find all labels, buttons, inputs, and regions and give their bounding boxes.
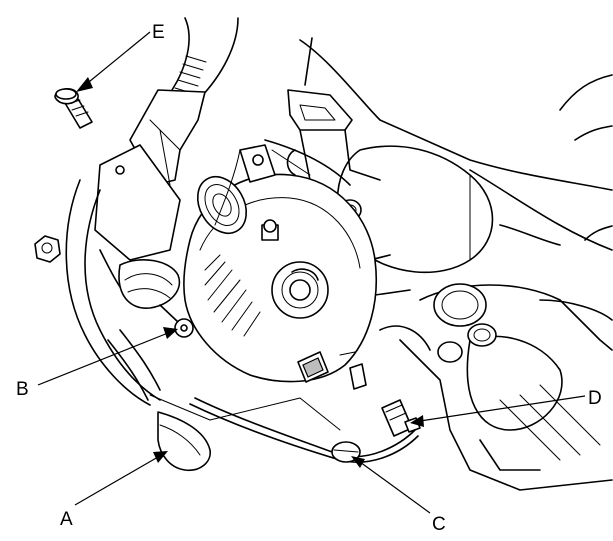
arrow-head-e [76, 77, 93, 92]
label-c: C [432, 514, 446, 535]
callout-leaders [37, 31, 586, 514]
nut [34, 235, 61, 263]
label-b: B [16, 379, 29, 400]
arrow-head-b [163, 327, 178, 339]
arrow-head-a [153, 451, 168, 463]
connector-d [381, 399, 421, 437]
label-e: E [152, 22, 165, 43]
bolt-e [54, 88, 93, 129]
label-a: A [60, 509, 73, 530]
arrow-head-d [410, 415, 424, 427]
lifting-bracket [264, 37, 381, 191]
engine-block [299, 39, 613, 491]
label-d: D [588, 388, 602, 409]
arrow-head-c [351, 456, 365, 468]
alternator [183, 144, 378, 390]
